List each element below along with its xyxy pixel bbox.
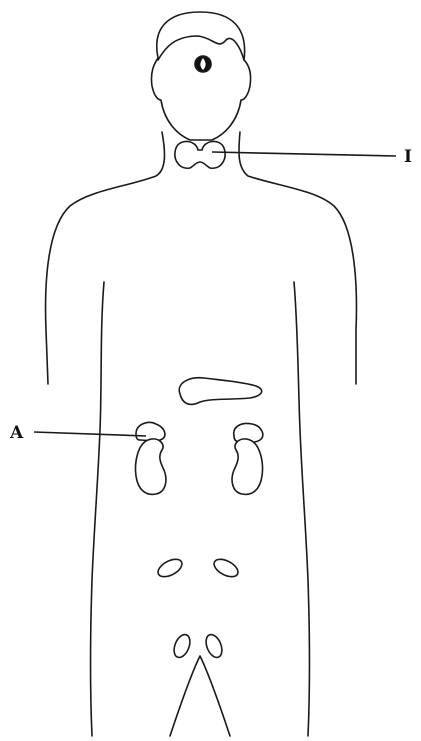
- gonad-right: [203, 632, 225, 659]
- head-outline: [151, 12, 250, 140]
- torso-left-side: [91, 282, 105, 736]
- adrenal-gland-left: [136, 422, 165, 440]
- torso-right-side: [294, 282, 310, 736]
- adrenal-leader-line: [34, 432, 146, 436]
- body-left-outline: [46, 132, 165, 384]
- adrenal-label: A: [9, 423, 24, 443]
- ovary-left: [155, 556, 185, 581]
- gonad-left: [171, 632, 193, 659]
- thyroid-label: I: [404, 147, 412, 167]
- ovary-right: [211, 556, 241, 581]
- kidney-left: [136, 439, 166, 494]
- pancreas: [179, 378, 261, 405]
- thyroid-gland: [175, 141, 225, 168]
- kidney-right: [232, 439, 262, 494]
- crotch-outline: [170, 656, 230, 736]
